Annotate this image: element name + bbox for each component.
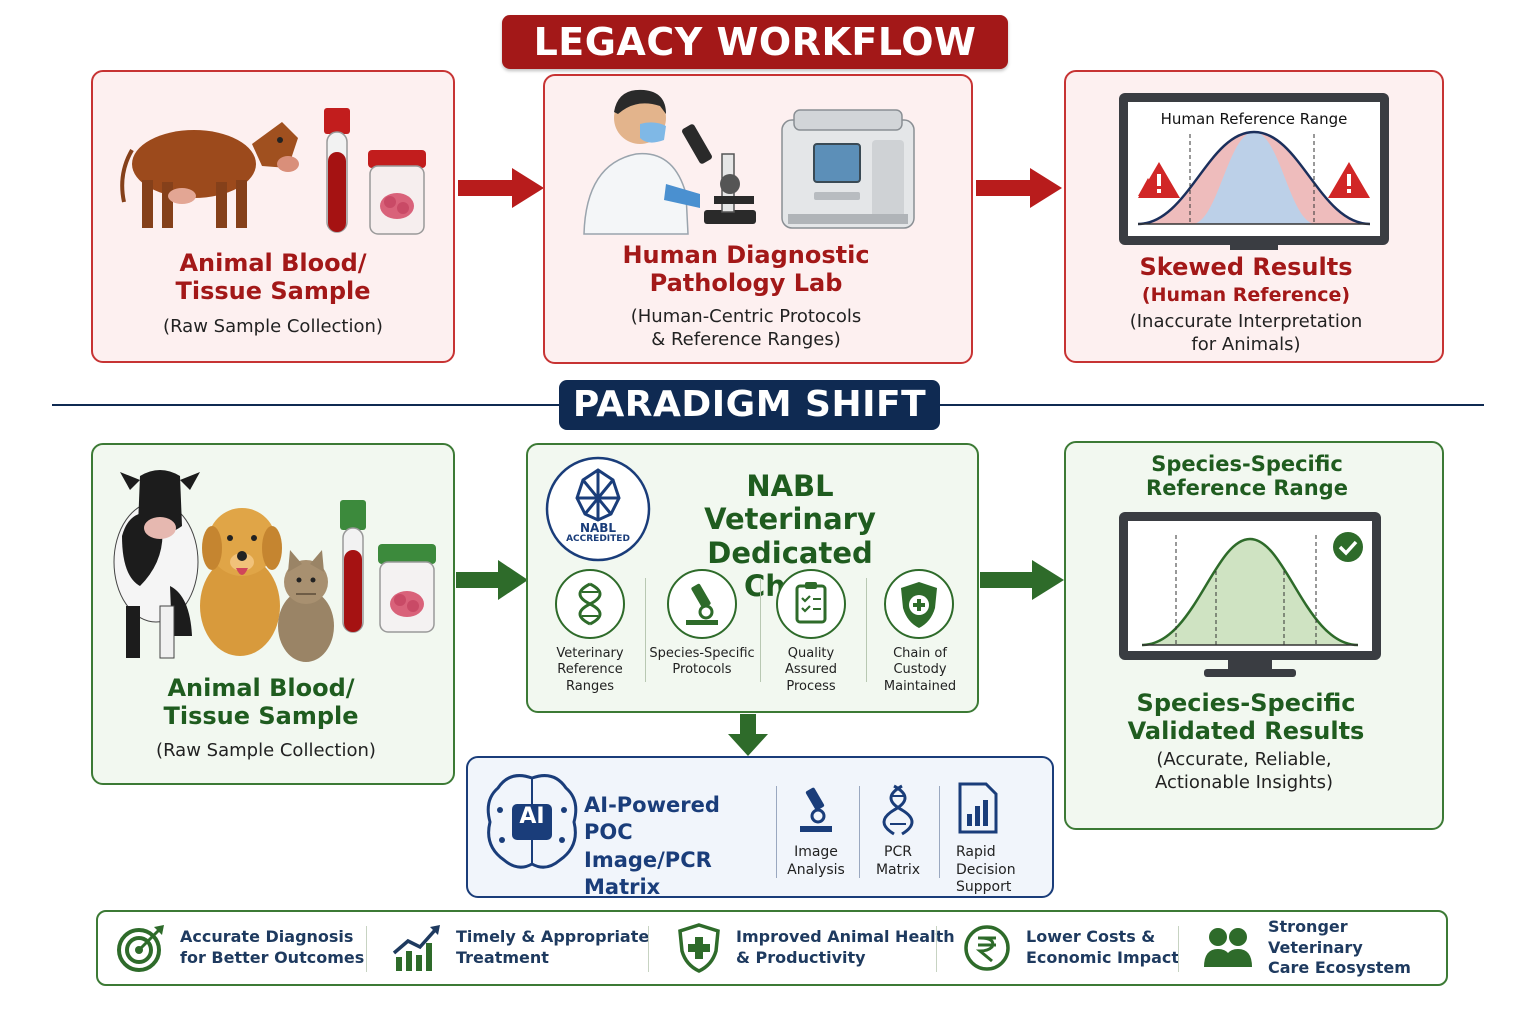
nabl-accredited-badge — [545, 456, 651, 562]
report-chart-icon — [958, 782, 998, 834]
warning-icon — [1138, 162, 1180, 198]
species-results-title: Species-Specific Validated Results — [1127, 689, 1365, 745]
cow-dog-cat-illustration — [113, 470, 334, 662]
benefits-footer: Accurate Diagnosis for Better Outcomes T… — [96, 910, 1448, 986]
ai-badge-text: AI — [519, 804, 545, 829]
microscope-icon — [667, 569, 737, 639]
feature-label-protocols: Species-Specific Protocols — [649, 646, 755, 678]
lab-analyzer-machine-icon — [781, 109, 915, 229]
feature-label-custody: Chain of Custody Maintained — [883, 646, 957, 694]
ai-feature-rapid-decision: Rapid Decision Support — [956, 844, 1016, 895]
benefit-care-ecosystem: Stronger Veterinary Care Ecosystem — [1202, 912, 1446, 984]
rupee-icon — [964, 925, 1010, 971]
target-icon — [117, 925, 164, 972]
arrow-down-icon — [728, 714, 768, 756]
ai-feature-pcr-matrix: PCR Matrix — [875, 844, 921, 878]
feature-divider — [776, 786, 777, 878]
legacy-sample-title: Animal Blood/ Tissue Sample — [175, 249, 371, 305]
legacy-sample-subtitle: (Raw Sample Collection) — [163, 316, 383, 337]
ai-poc-card — [466, 756, 1054, 898]
shift-sample-title: Animal Blood/ Tissue Sample — [163, 674, 359, 730]
ai-feature-image-analysis: Image Analysis — [787, 844, 845, 878]
paradigm-shift-banner: PARADIGM SHIFT — [559, 380, 940, 430]
species-range-top-title: Species-Specific Reference Range — [1146, 452, 1348, 501]
people-icon — [1204, 928, 1252, 967]
shield-plus-icon — [884, 569, 954, 639]
footer-divider — [1178, 926, 1179, 972]
species-results-subtitle: (Accurate, Reliable, Actionable Insights… — [1154, 749, 1333, 794]
microscope-icon — [800, 787, 832, 832]
feature-label-quality: Quality Assured Process — [785, 646, 837, 694]
benefit-animal-health: Improved Animal Health & Productivity — [676, 912, 955, 984]
skewed-results-subtitle: (Inaccurate Interpretation for Animals) — [1129, 311, 1363, 356]
arrow-right-icon — [980, 560, 1064, 600]
feature-divider — [939, 786, 940, 878]
arrow-right-icon — [976, 168, 1062, 208]
feature-divider — [760, 578, 761, 682]
benefit-timely-treatment: Timely & Appropriate Treatment — [392, 912, 649, 984]
skewed-results-accent: (Human Reference) — [1141, 284, 1351, 306]
blood-tube-icon — [340, 500, 366, 633]
scientist-microscope-illustration — [583, 89, 756, 235]
tissue-jar-icon — [368, 150, 426, 235]
skewed-results-title: Skewed Results — [1139, 253, 1353, 281]
human-reference-range-label: Human Reference Range — [1160, 110, 1348, 128]
feature-label-vet-ranges: Veterinary Reference Ranges — [556, 646, 624, 694]
shift-sample-subtitle: (Raw Sample Collection) — [156, 740, 376, 761]
check-circle-icon — [1333, 532, 1363, 562]
arrow-right-icon — [456, 560, 528, 600]
ai-poc-title: AI-Powered POC Image/PCR Matrix — [584, 793, 720, 899]
human-lab-title: Human Diagnostic Pathology Lab — [622, 241, 870, 297]
monitor-species-range-chart — [1119, 512, 1381, 677]
tissue-jar-icon — [378, 544, 436, 633]
shield-plus-icon — [678, 923, 720, 973]
ai-brain-icon — [486, 774, 578, 869]
footer-divider — [648, 926, 649, 972]
cow-illustration — [120, 122, 299, 228]
feature-divider — [645, 578, 646, 682]
nabl-badge-text: NABL ACCREDITED — [566, 521, 630, 545]
footer-divider — [366, 926, 367, 972]
arrow-right-icon — [458, 168, 544, 208]
clipboard-check-icon — [776, 569, 846, 639]
legacy-workflow-banner: LEGACY WORKFLOW — [502, 15, 1008, 69]
dna-icon — [882, 784, 914, 836]
benefit-lower-costs: Lower Costs & Economic Impact — [962, 912, 1179, 984]
footer-divider — [936, 926, 937, 972]
blood-tube-icon — [324, 108, 350, 233]
benefit-accurate-diagnosis: Accurate Diagnosis for Better Outcomes — [116, 912, 364, 984]
monitor-human-range-chart — [1119, 93, 1389, 250]
growth-chart-icon — [392, 925, 440, 971]
feature-divider — [866, 578, 867, 682]
human-lab-subtitle: (Human-Centric Protocols & Reference Ran… — [630, 306, 862, 351]
feature-divider — [859, 786, 860, 878]
warning-icon — [1328, 162, 1370, 198]
dna-icon — [555, 569, 625, 639]
